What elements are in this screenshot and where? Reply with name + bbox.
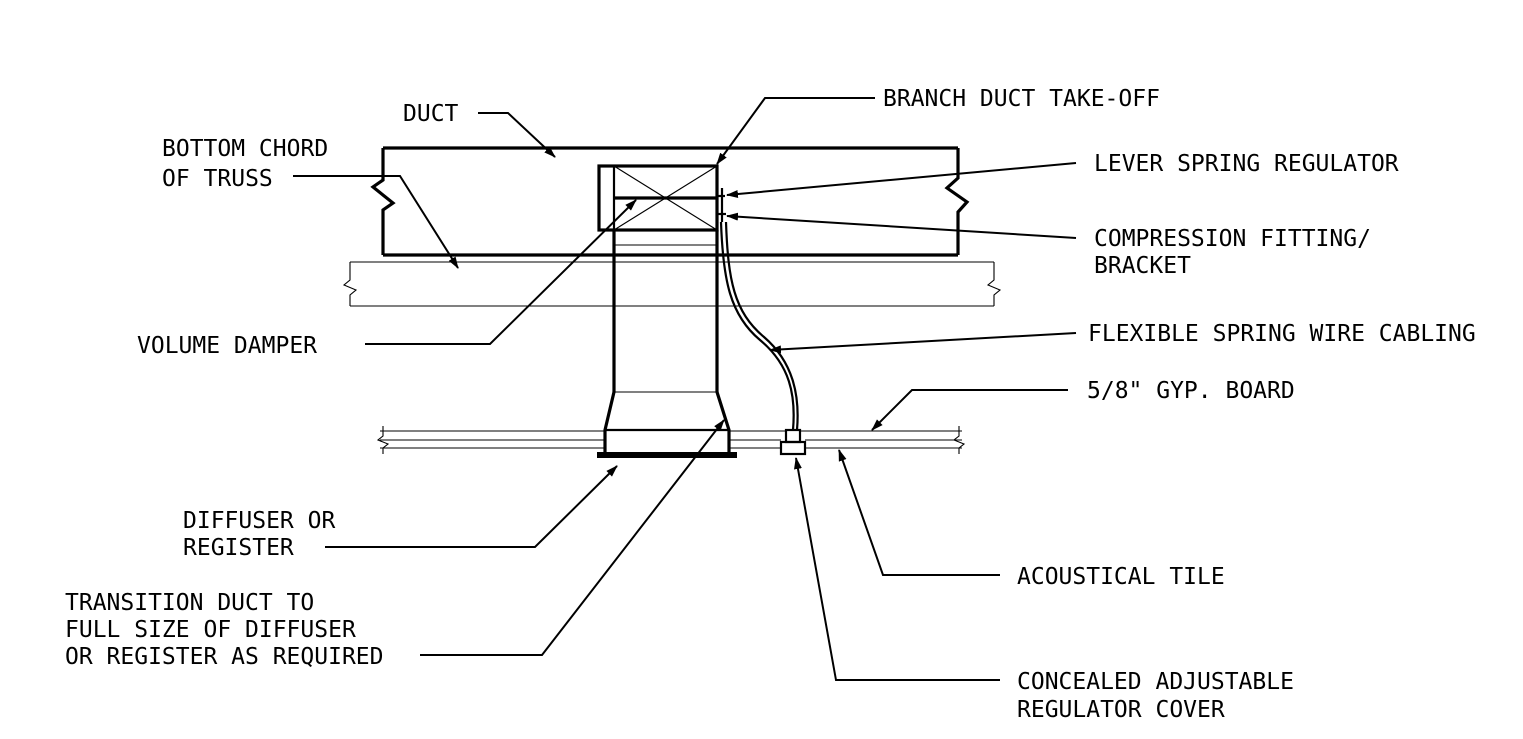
- label-diffuser-line2: REGISTER: [183, 535, 294, 561]
- label-compression-fitting-line1: COMPRESSION FITTING/: [1094, 226, 1371, 252]
- branch-duct: [597, 164, 737, 458]
- main-duct: [370, 146, 970, 257]
- truss-bottom-chord: [342, 261, 1002, 307]
- leader-lines: [293, 97, 1077, 681]
- label-diffuser-line1: DIFFUSER OR: [183, 508, 335, 534]
- labels: DUCT BRANCH DUCT TAKE-OFF BOTTOM CHORD O…: [65, 86, 1476, 723]
- label-acoustical-tile: ACOUSTICAL TILE: [1017, 564, 1225, 590]
- label-flexible-cabling: FLEXIBLE SPRING WIRE CABLING: [1088, 321, 1476, 347]
- label-regulator-cover-line1: CONCEALED ADJUSTABLE: [1017, 669, 1294, 695]
- label-branch-duct-takeoff: BRANCH DUCT TAKE-OFF: [883, 86, 1160, 112]
- label-bottom-chord-line2: OF TRUSS: [162, 166, 273, 192]
- regulator-assembly: [717, 188, 807, 456]
- label-compression-fitting-line2: BRACKET: [1094, 253, 1191, 279]
- label-transition-line2: FULL SIZE OF DIFFUSER: [65, 617, 356, 643]
- label-gyp-board: 5/8" GYP. BOARD: [1087, 378, 1295, 404]
- label-volume-damper: VOLUME DAMPER: [137, 333, 317, 359]
- label-duct: DUCT: [403, 101, 459, 127]
- ceiling-assembly: [376, 426, 966, 454]
- label-bottom-chord-line1: BOTTOM CHORD: [162, 136, 328, 162]
- label-lever-spring-regulator: LEVER SPRING REGULATOR: [1094, 151, 1399, 177]
- label-transition-line3: OR REGISTER AS REQUIRED: [65, 644, 384, 670]
- label-transition-line1: TRANSITION DUCT TO: [65, 590, 314, 616]
- label-regulator-cover-line2: REGULATOR COVER: [1017, 697, 1225, 723]
